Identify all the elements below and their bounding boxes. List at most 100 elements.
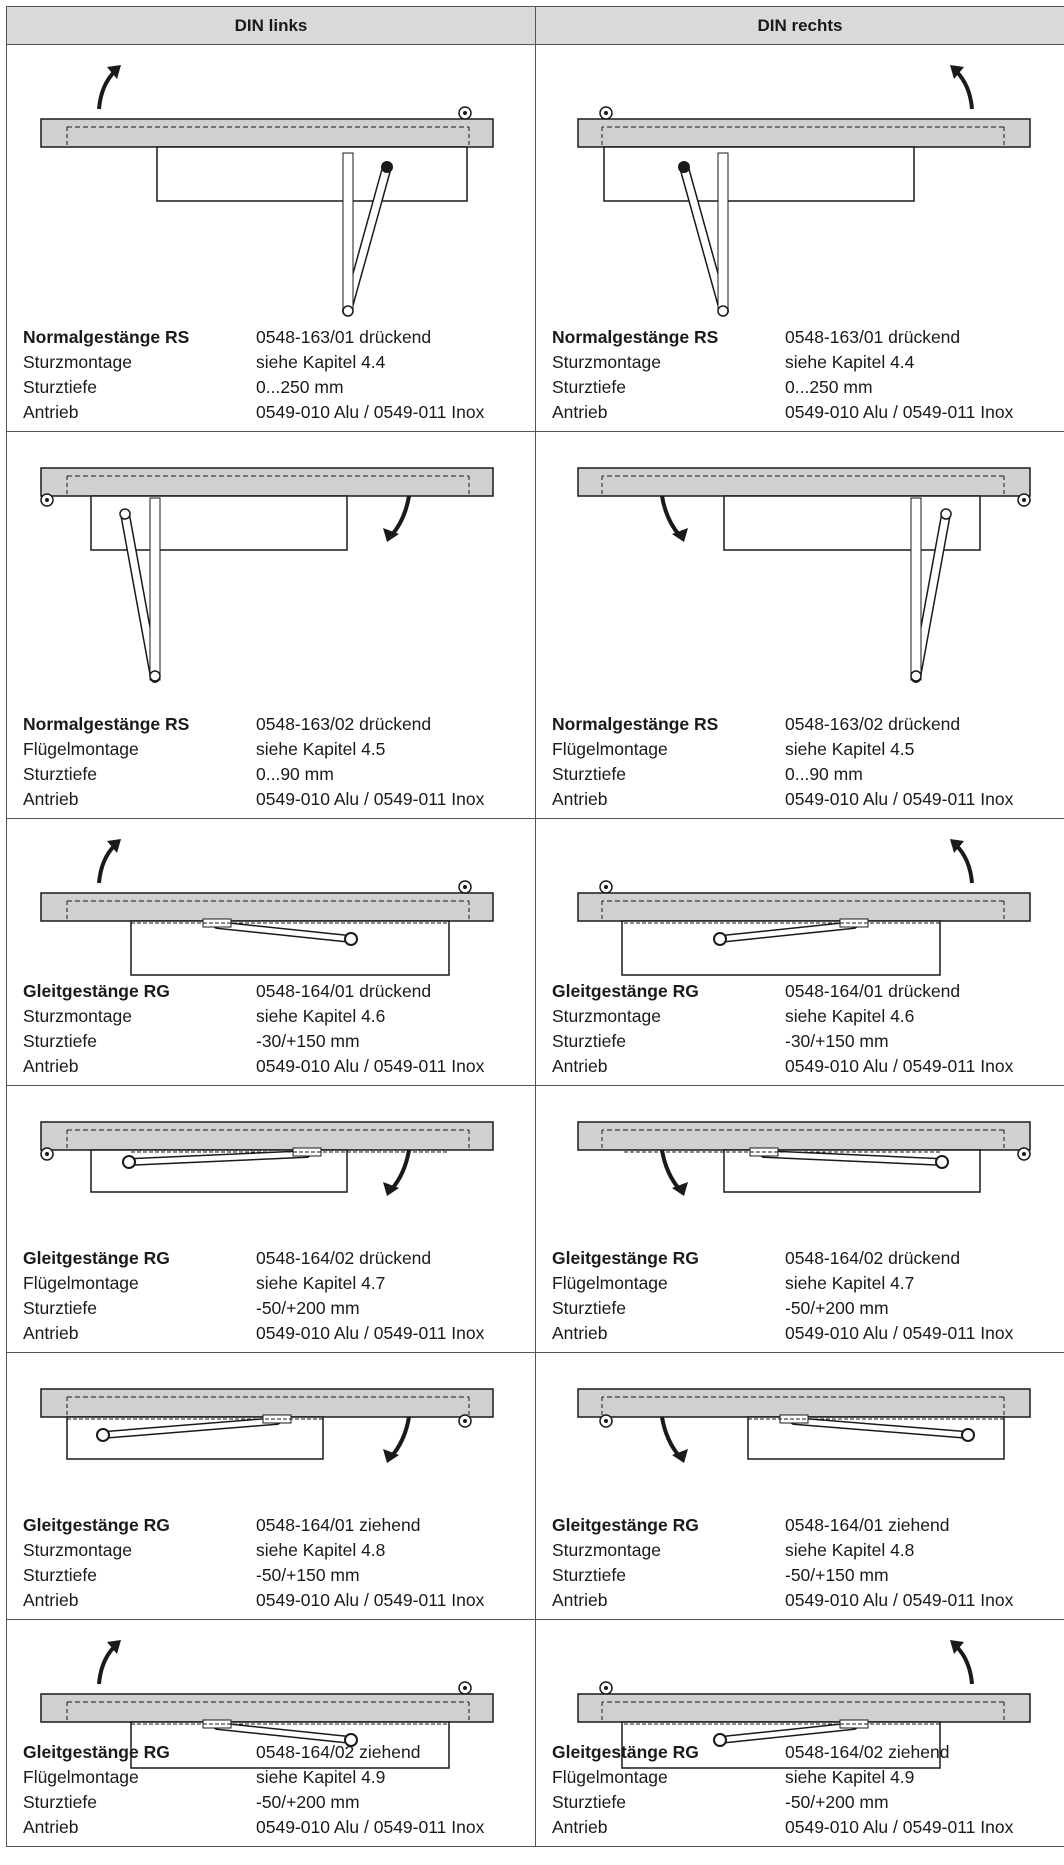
spec-value: 0549-010 Alu / 0549-011 Inox	[256, 1590, 485, 1610]
linkage-diagram	[536, 1086, 1064, 1256]
spec-value: 0548-164/01 drückend	[785, 981, 961, 1001]
column-header-din-links: DIN links	[6, 6, 536, 45]
swing-arrow-icon	[97, 69, 117, 110]
frame-bar	[40, 467, 494, 497]
spec-value: 0548-163/02 drückend	[785, 714, 961, 734]
spec-label: Flügelmontage	[552, 1767, 668, 1787]
frame-bar	[577, 467, 1031, 497]
spec-label: Antrieb	[552, 1590, 608, 1610]
linkage-diagram	[7, 1353, 535, 1523]
spec-value: -50/+200 mm	[785, 1792, 889, 1812]
spec-label: Flügelmontage	[23, 1767, 139, 1787]
spec-row: Sturzmontage siehe Kapitel 4.6	[552, 1004, 1056, 1029]
spec-value: siehe Kapitel 4.9	[785, 1767, 915, 1787]
spec-label: Sturztiefe	[552, 1031, 626, 1051]
linkage-diagram	[7, 1620, 535, 1790]
spec-label: Sturzmontage	[23, 1540, 132, 1560]
spec-label: Gleitgestänge RG	[552, 1248, 699, 1268]
spec-value: 0548-164/02 ziehend	[785, 1742, 950, 1762]
spec-value: -50/+150 mm	[256, 1565, 360, 1585]
spec-value: siehe Kapitel 4.6	[256, 1006, 386, 1026]
spec-label: Flügelmontage	[23, 739, 139, 759]
spec-row: Gleitgestänge RG 0548-164/02 drückend	[23, 1246, 527, 1271]
spec-row: Flügelmontage siehe Kapitel 4.9	[552, 1765, 1056, 1790]
swing-arrow-icon	[389, 1149, 411, 1192]
spec-label: Sturztiefe	[23, 1792, 97, 1812]
operator-housing	[603, 146, 915, 202]
spec-label: Antrieb	[552, 1056, 608, 1076]
linkage-diagram	[536, 819, 1064, 989]
spec-value: 0548-163/02 drückend	[256, 714, 432, 734]
operator-housing	[156, 146, 468, 202]
spec-row: Sturztiefe-30/+150 mm	[23, 1029, 527, 1054]
spec-value: siehe Kapitel 4.6	[785, 1006, 915, 1026]
spec-value: -30/+150 mm	[785, 1031, 889, 1051]
spec-label: Gleitgestänge RG	[552, 1742, 699, 1762]
spec-value: -50/+200 mm	[256, 1298, 360, 1318]
swing-arrow-icon	[389, 1416, 411, 1459]
spec-value: 0549-010 Alu / 0549-011 Inox	[785, 1323, 1014, 1343]
spec-value: -50/+200 mm	[785, 1298, 889, 1318]
spec-value: 0549-010 Alu / 0549-011 Inox	[785, 1817, 1014, 1837]
spec-row: Sturztiefe -30/+150 mm	[552, 1029, 1056, 1054]
swing-arrow-icon	[660, 1149, 682, 1192]
spec-label: Sturztiefe	[552, 1298, 626, 1318]
spec-label: Antrieb	[23, 1817, 79, 1837]
swing-arrow-icon	[389, 495, 411, 538]
spec-value: 0548-164/02 drückend	[256, 1248, 432, 1268]
spec-row: Sturztiefe-50/+200 mm	[23, 1790, 527, 1815]
linkage-diagram	[7, 432, 535, 712]
spec-label: Sturztiefe	[552, 377, 626, 397]
spec-label: Sturzmontage	[552, 1006, 661, 1026]
linkage-diagram	[536, 45, 1064, 325]
frame-bar	[577, 1693, 1031, 1723]
spec-label: Gleitgestänge RG	[23, 1742, 170, 1762]
frame-bar	[577, 1121, 1031, 1151]
frame-bar	[577, 892, 1031, 922]
swing-arrow-icon	[660, 495, 682, 538]
spec-row: Gleitgestänge RG 0548-164/02 ziehend	[552, 1740, 1056, 1765]
spec-value: 0548-164/01 ziehend	[785, 1515, 950, 1535]
linkage-diagram	[536, 432, 1064, 712]
frame-bar	[40, 118, 494, 148]
spec-label: Sturztiefe	[23, 1031, 97, 1051]
spec-label: Gleitgestänge RG	[552, 981, 699, 1001]
swing-arrow-icon	[97, 1644, 117, 1685]
spec-value: 0548-164/01 drückend	[256, 981, 432, 1001]
spec-value: 0549-010 Alu / 0549-011 Inox	[256, 789, 485, 809]
spec-label: Gleitgestänge RG	[23, 1248, 170, 1268]
spec-label: Sturzmontage	[23, 352, 132, 372]
spec-value: 0549-010 Alu / 0549-011 Inox	[785, 789, 1014, 809]
